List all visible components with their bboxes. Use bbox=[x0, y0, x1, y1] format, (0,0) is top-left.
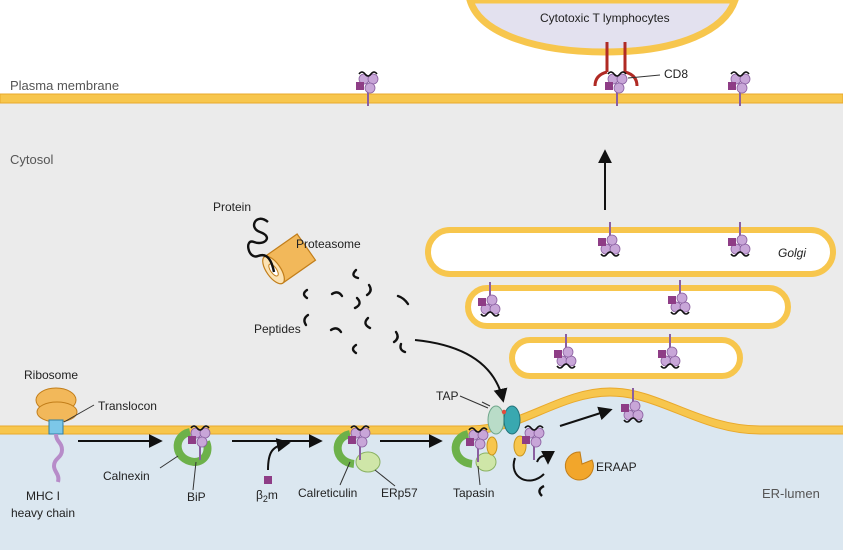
tapasin-label: Tapasin bbox=[453, 486, 495, 500]
b2m-subscript: 2 bbox=[262, 494, 268, 504]
tap-transporter bbox=[481, 401, 521, 435]
ribosome-label: Ribosome bbox=[24, 368, 79, 382]
beta2m bbox=[264, 476, 272, 484]
mhc-heavy-chain-line1: MHC I bbox=[26, 489, 60, 503]
cytosol-label: Cytosol bbox=[10, 152, 54, 167]
cd8-label: CD8 bbox=[664, 67, 689, 81]
plasma-membrane-label: Plasma membrane bbox=[10, 78, 120, 93]
calreticulin-label: Calreticulin bbox=[298, 486, 358, 500]
calnexin bbox=[173, 428, 212, 467]
proteasome-label: Proteasome bbox=[296, 237, 361, 251]
plasma-membrane bbox=[0, 93, 843, 104]
protein-chain bbox=[247, 217, 276, 273]
calnexin-label: Calnexin bbox=[103, 469, 150, 483]
ctl-label: Cytotoxic T lymphocytes bbox=[540, 11, 670, 25]
peptide-fragments bbox=[302, 268, 410, 355]
t-cell-body bbox=[466, 0, 739, 56]
b2m-label: β2m bbox=[256, 488, 278, 506]
mhc-heavy-chain-line2: heavy chain bbox=[10, 506, 76, 520]
tapasin-calreticulin bbox=[451, 430, 473, 468]
heavy-chain-polypeptide bbox=[51, 433, 65, 483]
b2m-beta: β bbox=[256, 488, 263, 502]
peptides-label: Peptides bbox=[254, 322, 301, 336]
eraap-label: ERAAP bbox=[596, 460, 637, 474]
er-lumen-label: ER-lumen bbox=[762, 486, 820, 501]
golgi-label: Golgi bbox=[778, 246, 807, 260]
erp57-label: ERp57 bbox=[381, 486, 418, 500]
eraap bbox=[564, 451, 594, 481]
b2m-m: m bbox=[267, 488, 278, 502]
bip-label: BiP bbox=[187, 490, 206, 504]
translocon-label: Translocon bbox=[98, 399, 157, 413]
translocon bbox=[48, 419, 64, 435]
tap-label: TAP bbox=[436, 389, 459, 403]
mhc-heavy-chain-label: MHC I heavy chain bbox=[4, 489, 82, 520]
protein-label: Protein bbox=[213, 200, 252, 214]
ribosome bbox=[35, 387, 78, 423]
tapasin bbox=[486, 435, 527, 457]
erp57 bbox=[355, 451, 381, 473]
